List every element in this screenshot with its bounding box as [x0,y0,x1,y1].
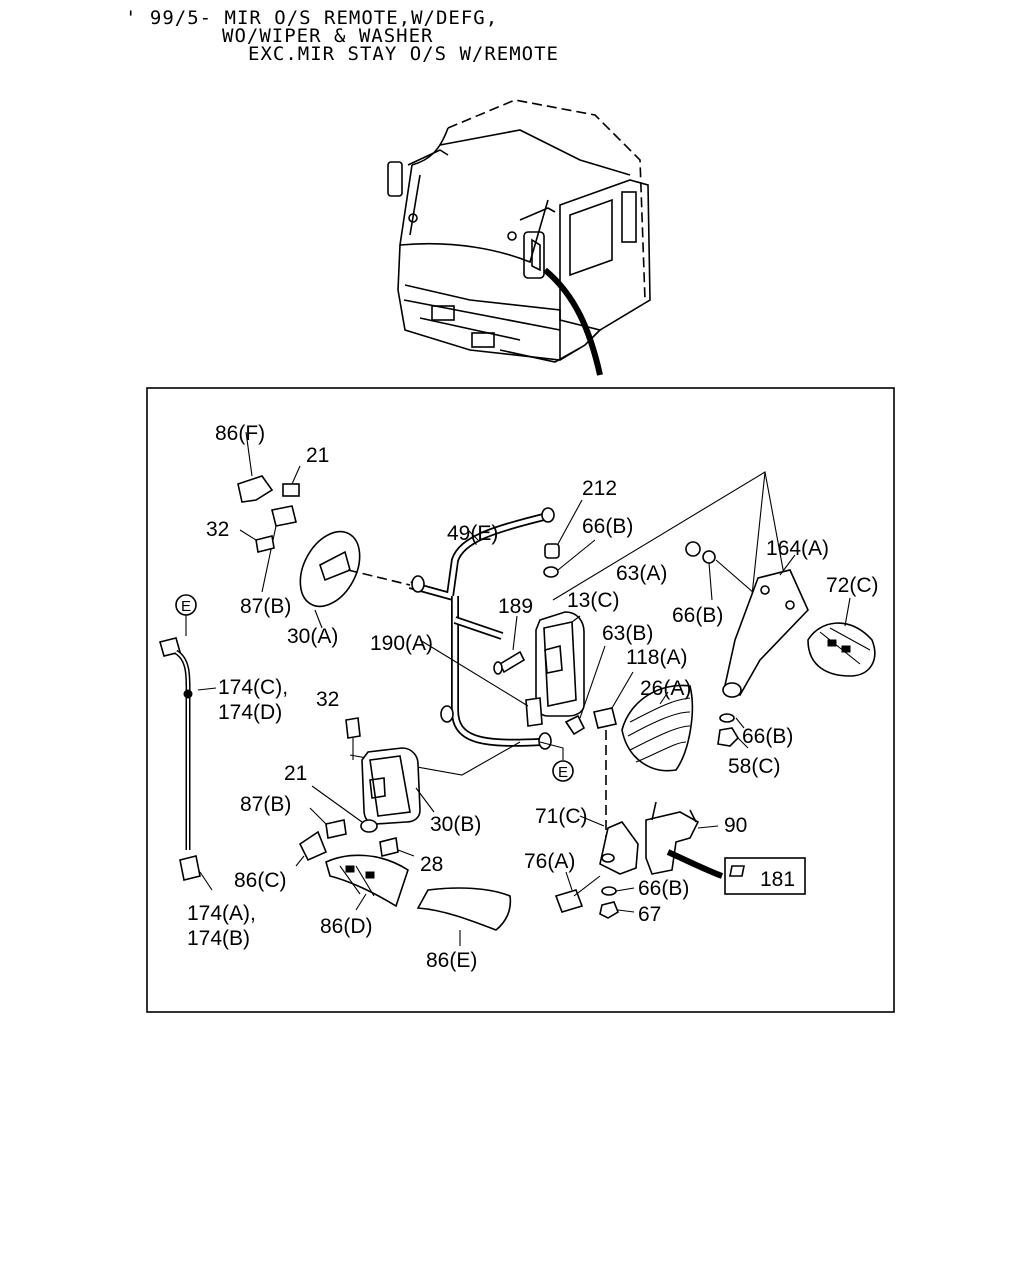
callout-174b: 174(B) [187,927,250,950]
callout-86c: 86(C) [234,869,287,892]
callout-28: 28 [420,853,443,876]
callout-76a: 76(A) [524,850,575,873]
callout-86d: 86(D) [320,915,373,938]
callout-90: 90 [724,814,747,837]
callout-87b-top: 87(B) [240,595,291,618]
stay-164a-shape [723,569,809,696]
parts-layer [159,431,876,946]
callout-174c: 174(C), [218,676,288,699]
header-line-1: ' 99/5- MIR O/S REMOTE,W/DEFG, [125,7,498,29]
box-181 [724,857,806,895]
boot-26a-shape [621,684,694,772]
callout-21-lower: 21 [284,762,307,785]
callout-26a: 26(A) [640,677,691,700]
cover-86d-shape [325,854,409,908]
callout-212: 212 [582,477,617,500]
callout-63a: 63(A) [616,562,667,585]
callout-87b-lower: 87(B) [240,793,291,816]
callout-66b-bottom: 66(B) [638,877,689,900]
callout-labels: 86(F) 21 32 87(B) 30(A) 49(E) 212 66(B) … [187,422,879,972]
callout-49e: 49(E) [447,522,498,545]
callout-63b: 63(B) [602,622,653,645]
header-line-2: WO/WIPER & WASHER [222,25,433,47]
cover-86c-shape [298,830,328,862]
svg-text:E: E [558,764,568,781]
callout-13c: 13(C) [567,589,620,612]
callout-164a: 164(A) [766,537,829,560]
header-line-3: EXC.MIR STAY O/S W/REMOTE [248,43,559,65]
callout-67: 67 [638,903,661,926]
cover-86f-shape [237,475,274,503]
callout-66b-lower-right: 66(B) [742,725,793,748]
callout-190a: 190(A) [370,632,433,655]
callout-30a: 30(A) [287,625,338,648]
callout-32-lower: 32 [316,688,339,711]
callout-72c: 72(C) [826,574,879,597]
cover-86e-shape [416,887,512,931]
marker-e-top: E [175,594,197,616]
bracket-90-shape [645,811,700,875]
truck-cab-illustration [387,99,651,376]
callout-86f: 86(F) [215,422,265,445]
callout-21-top: 21 [306,444,329,467]
svg-text:E: E [181,598,191,615]
callout-181: 181 [760,868,795,891]
callout-58c: 58(C) [728,755,781,778]
callout-174d: 174(D) [218,701,282,724]
callout-86e: 86(E) [426,949,477,972]
callout-66b-top: 66(B) [582,515,633,538]
marker-e-bottom: E [552,760,574,782]
header-block: ' 99/5- MIR O/S REMOTE,W/DEFG, WO/WIPER … [125,7,559,65]
callout-189: 189 [498,595,533,618]
detail-frame [146,387,895,1013]
callout-30b: 30(B) [430,813,481,836]
callout-66b-right: 66(B) [672,604,723,627]
callout-71c: 71(C) [535,805,588,828]
mirror-30a-shape [299,530,361,608]
callout-118a: 118(A) [626,646,687,669]
callout-174a: 174(A), [187,902,256,925]
callout-32-top: 32 [206,518,229,541]
wire-harness-174-shape [159,637,217,891]
